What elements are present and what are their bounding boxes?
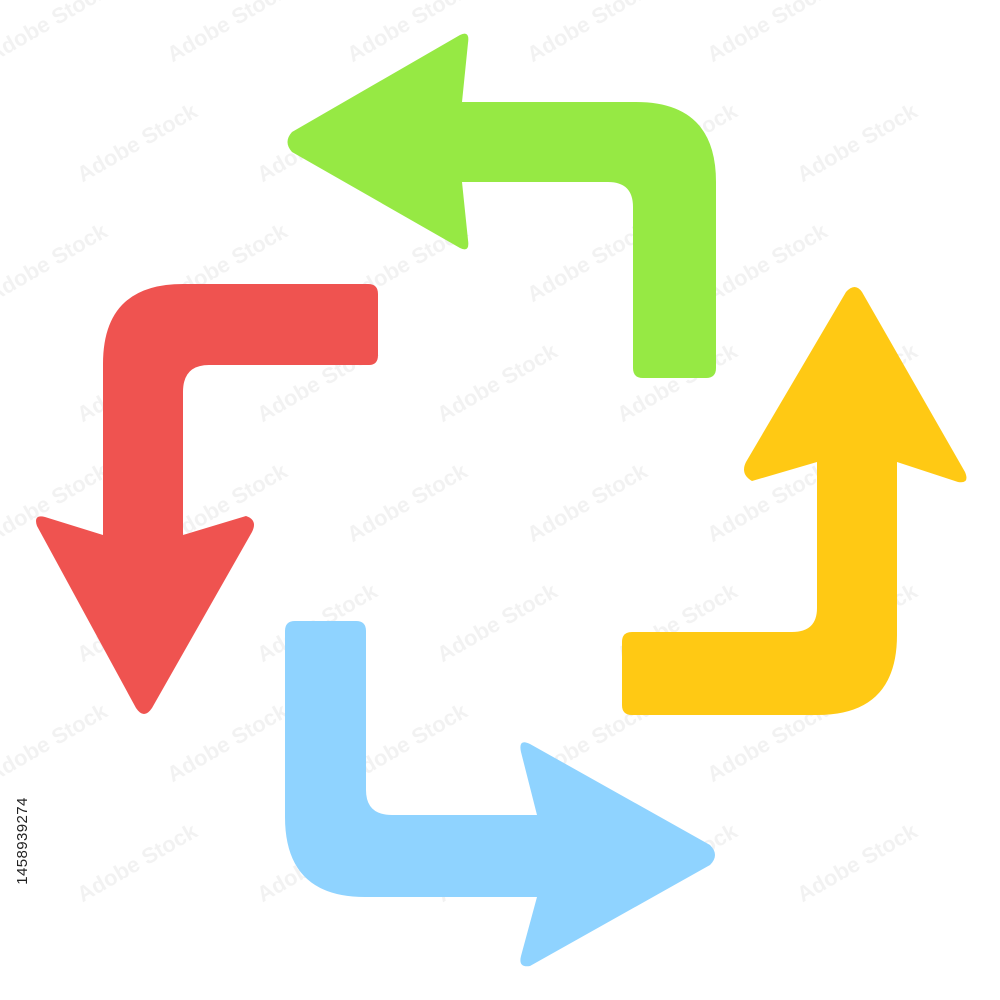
red-down-arrow-icon <box>36 284 378 714</box>
image-id-text: 1458939274 <box>14 797 31 885</box>
blue-right-arrow-icon <box>285 621 715 967</box>
yellow-up-arrow-icon <box>622 287 967 715</box>
green-left-arrow-icon <box>287 33 716 378</box>
